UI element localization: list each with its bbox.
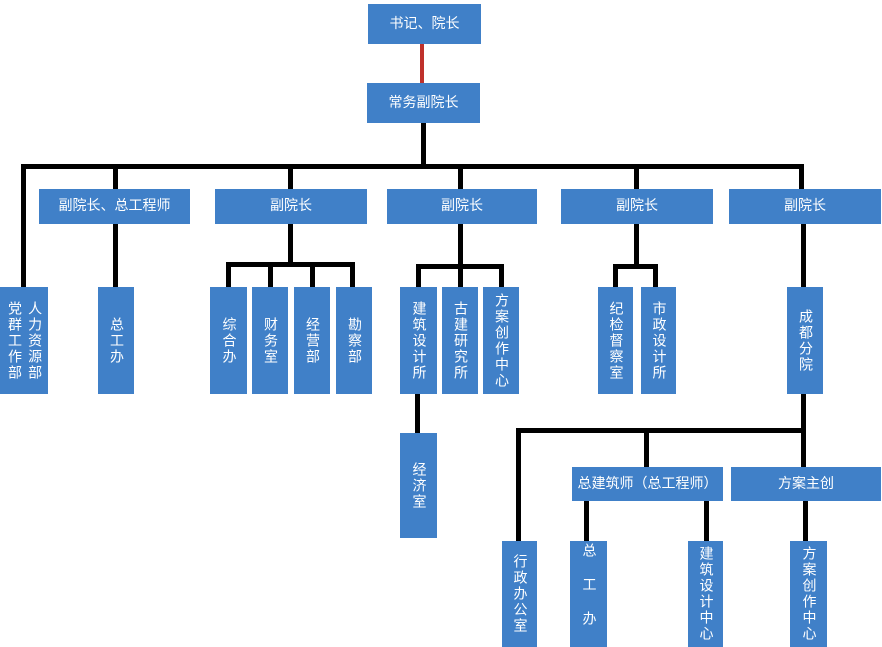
node-hr-dept: 人力资源部 bbox=[26, 300, 43, 381]
node-vice-president-2: 副院长 bbox=[387, 189, 537, 224]
connector-line bbox=[634, 222, 639, 267]
node-executive-vice-president: 常务副院长 bbox=[367, 83, 480, 123]
node-vice-president-4: 副院长 bbox=[729, 189, 881, 224]
connector-line bbox=[801, 222, 806, 290]
connector-line-red bbox=[420, 44, 424, 83]
node-vp-chief-engineer: 副院长、总工程师 bbox=[39, 189, 190, 224]
connector-line bbox=[644, 428, 649, 469]
node-branch-chief-engineer-office: 总工办 bbox=[570, 541, 607, 647]
connector-line bbox=[516, 428, 806, 433]
node-general-office: 综合办 bbox=[210, 287, 247, 394]
connector-line bbox=[310, 262, 315, 290]
connector-line bbox=[704, 499, 709, 543]
connector-line bbox=[458, 164, 463, 192]
node-chief-engineer-office: 总工办 bbox=[98, 287, 134, 394]
connector-line bbox=[653, 264, 658, 290]
connector-line bbox=[21, 164, 803, 169]
node-chief-architect: 总建筑师（总工程师） bbox=[572, 467, 723, 501]
connector-line bbox=[226, 262, 231, 290]
connector-line bbox=[21, 164, 26, 288]
node-president: 书记、院长 bbox=[368, 4, 481, 44]
node-vice-president-3: 副院长 bbox=[561, 189, 713, 224]
node-ancient-architecture-institute: 古建研究所 bbox=[442, 287, 478, 394]
connector-line bbox=[288, 164, 293, 192]
connector-line bbox=[226, 262, 355, 267]
connector-line bbox=[799, 164, 804, 192]
node-scheme-lead: 方案主创 bbox=[731, 467, 881, 501]
connector-line bbox=[584, 499, 589, 543]
node-business-dept: 经营部 bbox=[294, 287, 330, 394]
connector-line bbox=[458, 264, 463, 290]
connector-line bbox=[113, 222, 118, 288]
connector-line bbox=[288, 222, 293, 266]
connector-line bbox=[416, 264, 421, 290]
node-chengdu-branch: 成都分院 bbox=[787, 287, 823, 394]
node-party-mass-dept: 党群工作部 bbox=[6, 300, 22, 381]
node-branch-scheme-creation-center: 方案创作中心 bbox=[790, 541, 827, 647]
connector-line bbox=[803, 499, 808, 543]
node-architecture-design-institute: 建筑设计所 bbox=[400, 287, 437, 394]
node-scheme-creation-center: 方案创作中心 bbox=[483, 287, 519, 394]
node-survey-dept: 勘察部 bbox=[336, 287, 372, 394]
connector-line bbox=[268, 262, 273, 290]
node-party-mass-and-hr-dept: 党群工作部 人力资源部 bbox=[0, 287, 48, 394]
connector-line bbox=[613, 264, 618, 290]
connector-line bbox=[421, 123, 426, 166]
connector-line bbox=[516, 428, 521, 543]
connector-line bbox=[499, 264, 504, 290]
node-admin-office: 行政办公室 bbox=[502, 541, 537, 647]
node-economics-office: 经济室 bbox=[400, 433, 437, 538]
connector-line bbox=[634, 164, 639, 192]
node-municipal-design-institute: 市政设计所 bbox=[641, 287, 676, 394]
connector-line bbox=[113, 164, 118, 192]
node-vice-president-1: 副院长 bbox=[215, 189, 367, 224]
connector-line bbox=[350, 262, 355, 290]
node-finance-office: 财务室 bbox=[252, 287, 288, 394]
node-discipline-inspection-office: 纪检督察室 bbox=[598, 287, 633, 394]
connector-line bbox=[613, 264, 658, 269]
node-architecture-design-center: 建筑设计中心 bbox=[688, 541, 723, 647]
connector-line bbox=[458, 222, 463, 267]
connector-line bbox=[415, 392, 420, 435]
